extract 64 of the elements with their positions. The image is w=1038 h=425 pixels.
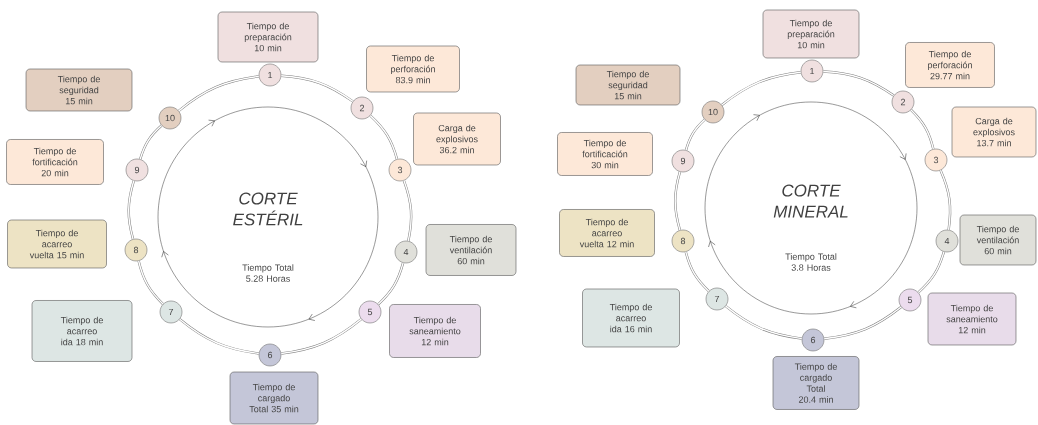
step-number: 3 <box>388 158 412 182</box>
time-box: Tiempo de cargado Total 20.4 min <box>772 356 860 410</box>
time-box: Tiempo de cargado Total 35 min <box>229 371 319 425</box>
step-number: 6 <box>801 328 825 352</box>
ring-segment <box>939 169 952 231</box>
time-box: Tiempo de preparación 10 min <box>217 11 319 63</box>
cycle-title: CORTE MINERAL <box>773 184 848 218</box>
ring-segment <box>369 114 399 160</box>
ring-segment <box>402 179 413 242</box>
step-number: 1 <box>800 59 824 83</box>
time-box: Tiempo de fortificación 30 min <box>557 132 653 176</box>
ring-segment <box>822 70 895 97</box>
ring-segment <box>725 305 803 340</box>
step-number: 6 <box>258 343 282 367</box>
step-number: 5 <box>898 288 922 312</box>
ring-segment <box>280 318 362 355</box>
step-number: 9 <box>671 149 695 173</box>
ring-segment <box>280 74 354 103</box>
ring-segment <box>139 124 163 160</box>
ring-segment <box>178 75 260 112</box>
step-number: 2 <box>891 90 915 114</box>
step-number: 8 <box>124 238 148 262</box>
ring-segment <box>910 109 935 150</box>
step-number: 4 <box>935 229 959 253</box>
total-time: Tiempo Total 5.28 Horas <box>242 264 294 282</box>
step-number: 2 <box>350 96 374 120</box>
cycle-title: CORTE ESTÉRIL <box>233 192 303 226</box>
step-number: 7 <box>159 300 183 324</box>
step-number: 8 <box>671 229 695 253</box>
ring-segment <box>917 251 945 294</box>
ring-segment <box>684 251 710 293</box>
time-box: Tiempo de seguridad 15 min <box>25 68 133 112</box>
time-box: Tiempo de seguridad 15 min <box>575 64 681 106</box>
ring-segment <box>674 171 682 231</box>
time-box: Tiempo de perforación 83.9 min <box>366 45 460 93</box>
step-number: 9 <box>125 158 149 182</box>
step-number: 4 <box>394 240 418 264</box>
step-number: 10 <box>701 100 725 124</box>
time-box: Tiempo de perforación 29.77 min <box>905 42 995 88</box>
time-box: Tiempo de acarreo ida 16 min <box>582 288 680 348</box>
ring-segment <box>127 180 135 240</box>
time-box: Tiempo de acarreo vuelta 15 min <box>7 219 107 269</box>
ring-segment <box>179 318 260 355</box>
time-box: Tiempo de fortificación 20 min <box>6 139 104 185</box>
step-number: 3 <box>924 148 948 172</box>
time-box: Tiempo de acarreo ida 18 min <box>31 300 133 362</box>
time-box: Tiempo de saneamiento 12 min <box>389 304 481 358</box>
time-box: Tiempo de ventilación 60 min <box>425 224 517 276</box>
ring-segment <box>721 71 802 106</box>
step-number: 1 <box>258 63 282 87</box>
step-number: 10 <box>158 106 182 130</box>
ring-segment <box>377 262 405 306</box>
ring-segment <box>823 306 902 340</box>
time-box: Tiempo de acarreo vuelta 12 min <box>559 209 655 257</box>
ring-segment <box>137 260 164 305</box>
total-time: Tiempo Total 3.8 Horas <box>785 253 837 271</box>
time-box: Tiempo de preparación 10 min <box>762 9 860 59</box>
step-number: 5 <box>358 300 382 324</box>
ring-segment <box>684 118 706 151</box>
time-box: Tiempo de ventilación 60 min <box>959 214 1037 266</box>
time-box: Carga de explosivos 13.7 min <box>951 106 1037 158</box>
step-number: 7 <box>705 287 729 311</box>
time-box: Carga de explosivos 36.2 min <box>413 112 501 166</box>
time-box: Tiempo de saneamiento 12 min <box>927 292 1017 346</box>
